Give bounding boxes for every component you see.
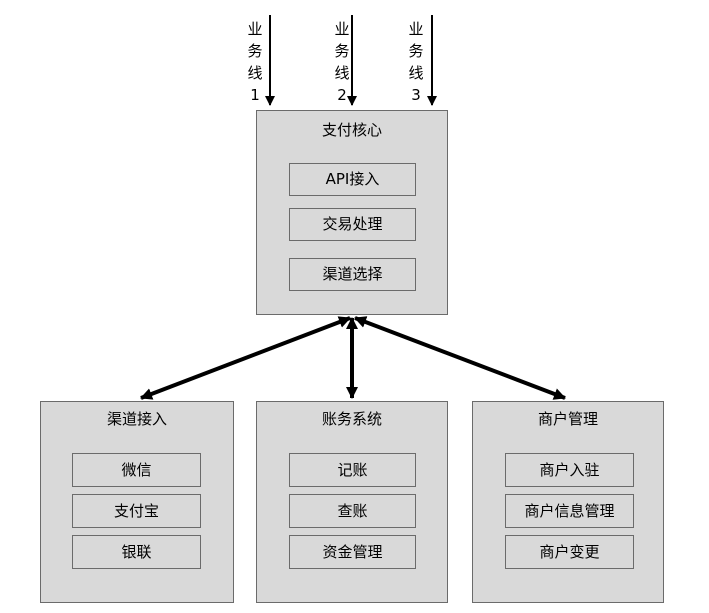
merchant-item-info-management: 商户信息管理 [505,494,634,528]
payment-core-box: 支付核心 API接入 交易处理 渠道选择 [256,110,448,315]
core-merchant-connector [354,316,566,400]
accounting-item-reconciliation: 查账 [289,494,416,528]
merchant-management-box: 商户管理 商户入驻 商户信息管理 商户变更 [472,401,664,603]
channel-access-box: 渠道接入 微信 支付宝 银联 [40,401,234,603]
core-channel-connector [140,316,351,400]
accounting-system-box: 账务系统 记账 查账 资金管理 [256,401,448,603]
accounting-item-fund-management: 资金管理 [289,535,416,569]
core-item-transaction-processing: 交易处理 [289,208,416,241]
merchant-management-title: 商户管理 [537,410,598,428]
accounting-system-title: 账务系统 [321,410,382,428]
channel-item-unionpay: 银联 [72,535,201,569]
merchant-item-change: 商户变更 [505,535,634,569]
payment-core-title: 支付核心 [321,121,382,139]
core-item-api-access: API接入 [289,163,416,196]
accounting-item-bookkeeping: 记账 [289,453,416,487]
channel-item-wechat: 微信 [72,453,201,487]
core-item-channel-selection: 渠道选择 [289,258,416,291]
merchant-item-onboarding: 商户入驻 [505,453,634,487]
channel-item-alipay: 支付宝 [72,494,201,528]
channel-access-title: 渠道接入 [106,410,167,428]
